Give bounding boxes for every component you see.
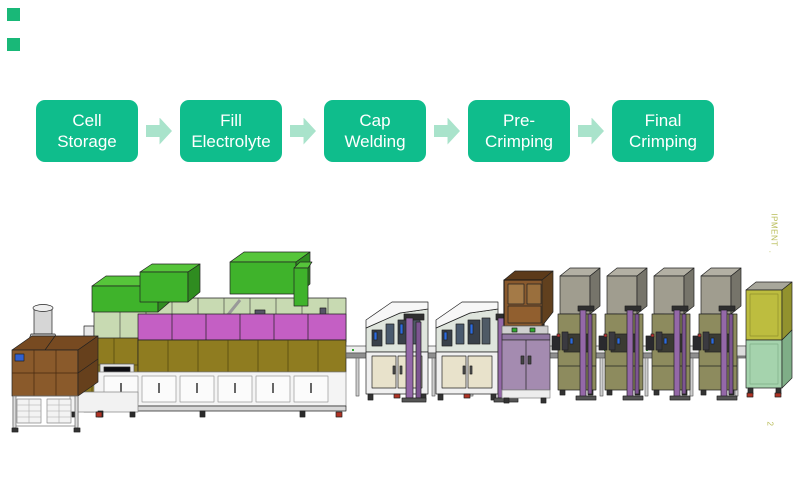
edge-vertical-text: IPMENT: [769, 213, 779, 247]
step-label-line: Crimping: [628, 132, 698, 151]
step-label-line: Crimping: [484, 132, 554, 151]
step-label-line: Storage: [57, 132, 117, 151]
machine-glass-station-2: [435, 301, 499, 401]
step-label-line: Welding: [344, 132, 406, 151]
machine-khaki-station-2: [598, 267, 648, 401]
machine-main-line: [69, 251, 347, 418]
machine-khaki-station-1: [551, 267, 601, 401]
step-label-line: Pre-: [502, 111, 536, 130]
flow-step-final-crimping: Final Crimping: [612, 100, 714, 162]
flow-arrow-icon: [138, 117, 180, 145]
machine-khaki-station-4: [692, 267, 742, 401]
slide-accent-square-top: [7, 8, 20, 21]
step-label-line: Fill: [220, 111, 242, 130]
flow-arrow-icon: [426, 117, 468, 145]
edge-page-number: 2: [765, 421, 775, 427]
edge-dot-text: .: [767, 250, 777, 254]
flow-step-cell-storage: Cell Storage: [36, 100, 138, 162]
flow-step-fill-electrolyte: Fill Electrolyte: [180, 100, 282, 162]
machine-bin-station: [501, 270, 554, 404]
step-label-line: Final: [644, 111, 682, 130]
step-label-line: Electrolyte: [191, 132, 271, 151]
machine-end-station: [745, 281, 793, 398]
step-label-line: Cap: [359, 111, 391, 130]
machine-khaki-station-3: [645, 267, 695, 401]
flow-step-pre-crimping: Pre- Crimping: [468, 100, 570, 162]
step-label-line: Cell: [72, 111, 102, 130]
machine-cell-loader: [11, 304, 99, 433]
flow-arrow-icon: [570, 117, 612, 145]
flow-arrow-icon: [282, 117, 324, 145]
flow-step-cap-welding: Cap Welding: [324, 100, 426, 162]
slide-accent-square-bottom: [7, 38, 20, 51]
process-flow: Cell Storage Fill Electrolyte Cap Weldin…: [36, 100, 714, 162]
